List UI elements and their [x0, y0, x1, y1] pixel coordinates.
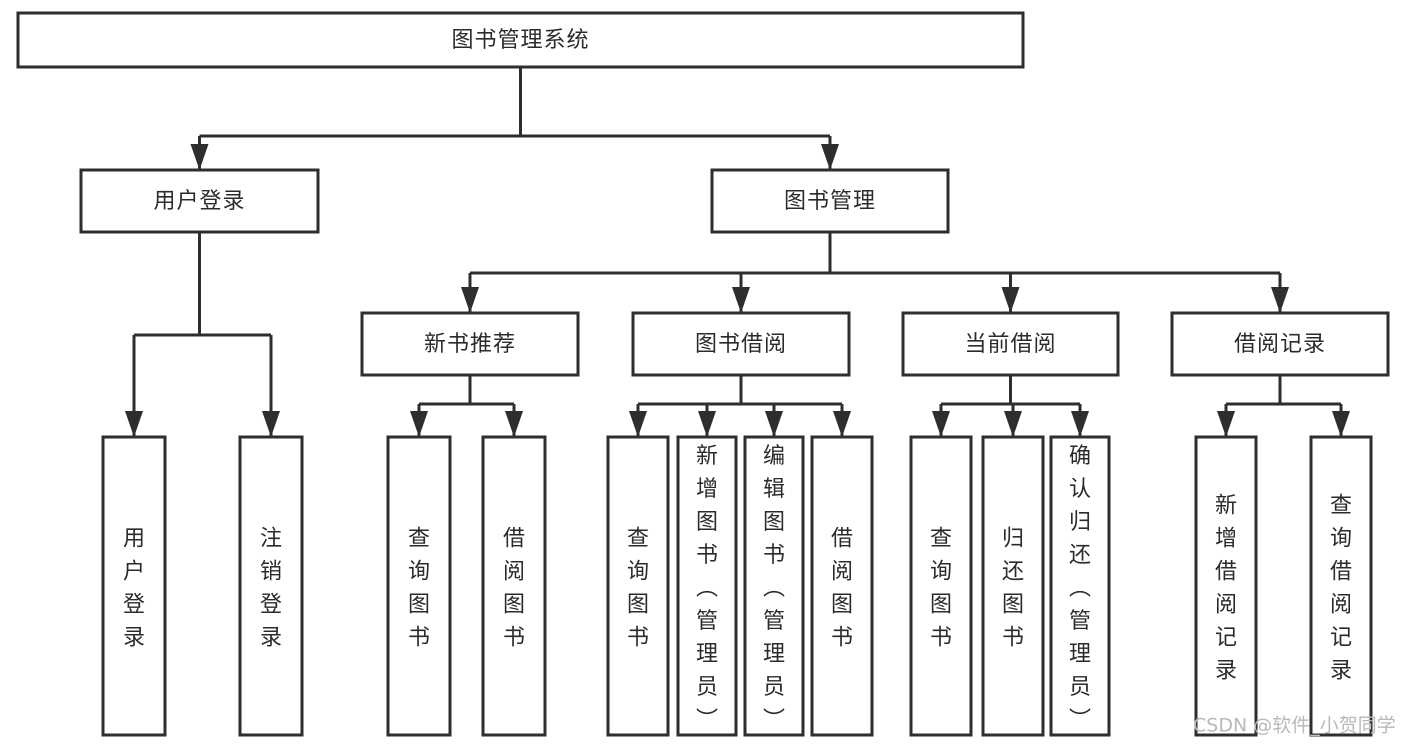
node-leaf-logout[interactable]: 注销登录 — [238, 435, 304, 737]
arrow-head-icon — [732, 287, 750, 313]
arrow-head-icon — [1001, 287, 1020, 313]
node-leaf-query-book-3[interactable]: 查询图书 — [909, 435, 973, 737]
node-box-book-borrow[interactable] — [631, 311, 851, 377]
node-label-leaf-borrow-book-2: 借阅图书 — [831, 527, 853, 651]
node-leaf-return-book[interactable]: 归还图书 — [981, 435, 1045, 737]
node-label-leaf-query-record: 查询借阅记录 — [1330, 494, 1352, 684]
node-label-leaf-borrow-book-1: 借阅图书 — [503, 527, 525, 651]
node-box-leaf-query-book-2[interactable] — [606, 435, 670, 737]
node-leaf-query-book-1[interactable]: 查询图书 — [386, 435, 452, 737]
node-box-leaf-confirm-return[interactable] — [1049, 435, 1111, 737]
node-label-leaf-confirm-return: 确认归还︵管理员︶ — [1069, 444, 1091, 733]
connector-layer — [125, 67, 1350, 437]
node-label-user-login: 用户登录 — [153, 189, 245, 214]
arrow-head-icon — [698, 411, 716, 437]
arrow-head-icon — [1271, 287, 1289, 313]
arrow-head-icon — [505, 411, 523, 437]
node-label-book-manage: 图书管理 — [784, 189, 876, 214]
arrow-head-icon — [190, 144, 209, 170]
node-box-user-login[interactable] — [79, 168, 320, 234]
arrow-head-icon — [1217, 411, 1235, 437]
node-leaf-query-book-2[interactable]: 查询图书 — [606, 435, 670, 737]
node-box-leaf-borrow-book-2[interactable] — [810, 435, 874, 737]
arrow-head-icon — [629, 411, 647, 437]
node-label-root: 图书管理系统 — [451, 28, 589, 53]
node-label-leaf-logout: 注销登录 — [260, 527, 282, 651]
node-box-leaf-logout[interactable] — [238, 435, 304, 737]
node-box-leaf-query-book-3[interactable] — [909, 435, 973, 737]
arrow-head-icon — [1004, 411, 1022, 437]
arrow-head-icon — [1332, 411, 1350, 437]
node-box-book-manage[interactable] — [710, 168, 950, 234]
node-root[interactable]: 图书管理系统 — [16, 11, 1025, 69]
node-leaf-add-record[interactable]: 新增借阅记录 — [1194, 435, 1258, 737]
arrow-head-icon — [1071, 411, 1089, 437]
arrow-head-icon — [461, 287, 479, 313]
node-box-leaf-user-login[interactable] — [101, 435, 167, 737]
node-box-borrow-record[interactable] — [1170, 311, 1390, 377]
node-box-leaf-return-book[interactable] — [981, 435, 1045, 737]
node-box-current-borrow[interactable] — [901, 311, 1120, 377]
node-leaf-query-record[interactable]: 查询借阅记录 — [1309, 435, 1373, 737]
node-leaf-confirm-return[interactable]: 确认归还︵管理员︶ — [1049, 435, 1111, 737]
node-box-leaf-borrow-book-1[interactable] — [481, 435, 547, 737]
arrow-head-icon — [410, 411, 428, 437]
node-box-leaf-query-book-1[interactable] — [386, 435, 452, 737]
node-current-borrow[interactable]: 当前借阅 — [901, 311, 1120, 377]
node-box-leaf-query-record[interactable] — [1309, 435, 1373, 737]
node-box-leaf-add-book[interactable] — [676, 435, 738, 737]
node-box-leaf-add-record[interactable] — [1194, 435, 1258, 737]
node-label-current-borrow: 当前借阅 — [964, 332, 1056, 357]
node-new-book-rec[interactable]: 新书推荐 — [360, 311, 580, 377]
node-box-new-book-rec[interactable] — [360, 311, 580, 377]
arrow-head-icon — [765, 411, 783, 437]
node-label-leaf-query-book-3: 查询图书 — [930, 527, 952, 651]
node-leaf-user-login[interactable]: 用户登录 — [101, 435, 167, 737]
node-box-leaf-edit-book[interactable] — [743, 435, 805, 737]
node-label-leaf-return-book: 归还图书 — [1002, 527, 1024, 651]
csdn-watermark: CSDN @软件_小贺同学 — [1193, 715, 1396, 737]
arrow-head-icon — [821, 144, 839, 170]
node-label-leaf-query-book-2: 查询图书 — [627, 527, 649, 651]
arrow-head-icon — [125, 411, 143, 437]
node-label-book-borrow: 图书借阅 — [695, 332, 787, 357]
node-label-leaf-query-book-1: 查询图书 — [408, 527, 430, 651]
arrow-head-icon — [932, 411, 950, 437]
node-user-login[interactable]: 用户登录 — [79, 168, 320, 234]
node-leaf-add-book[interactable]: 新增图书︵管理员︶ — [676, 435, 738, 737]
arrow-head-icon — [833, 411, 851, 437]
node-label-borrow-record: 借阅记录 — [1234, 332, 1326, 357]
node-label-leaf-add-record: 新增借阅记录 — [1215, 494, 1237, 684]
node-leaf-edit-book[interactable]: 编辑图书︵管理员︶ — [743, 435, 805, 737]
arrow-head-icon — [262, 411, 280, 437]
node-book-manage[interactable]: 图书管理 — [710, 168, 950, 234]
node-leaf-borrow-book-1[interactable]: 借阅图书 — [481, 435, 547, 737]
node-label-leaf-user-login: 用户登录 — [123, 527, 145, 651]
node-book-borrow[interactable]: 图书借阅 — [631, 311, 851, 377]
node-borrow-record[interactable]: 借阅记录 — [1170, 311, 1390, 377]
node-label-leaf-edit-book: 编辑图书︵管理员︶ — [763, 444, 785, 733]
node-label-leaf-add-book: 新增图书︵管理员︶ — [696, 444, 718, 733]
node-leaf-borrow-book-2[interactable]: 借阅图书 — [810, 435, 874, 737]
node-layer: 图书管理系统用户登录图书管理新书推荐图书借阅当前借阅借阅记录用户登录注销登录查询… — [16, 11, 1390, 737]
node-label-new-book-rec: 新书推荐 — [424, 332, 516, 357]
node-box-root[interactable] — [16, 11, 1025, 69]
